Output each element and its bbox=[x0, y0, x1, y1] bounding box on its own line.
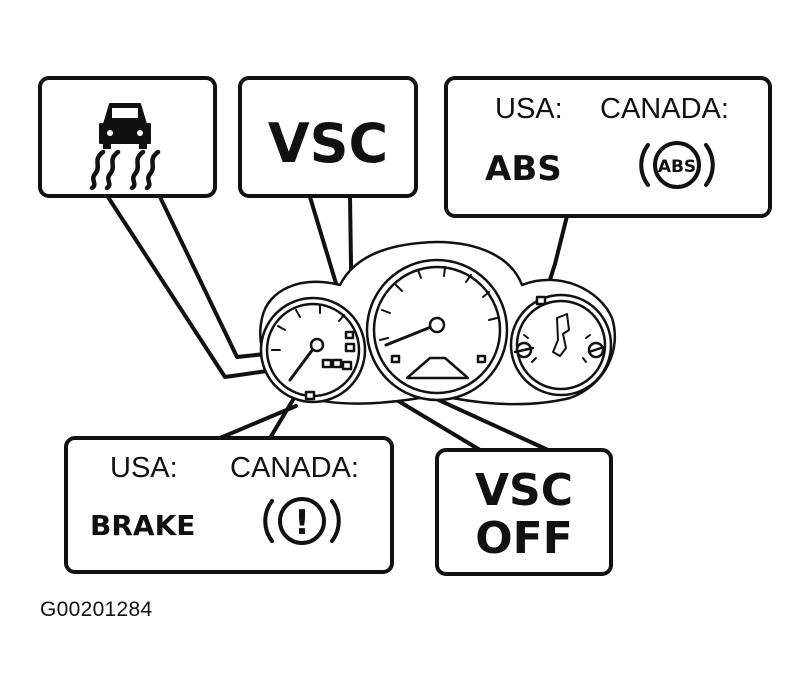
callout-brake-frame bbox=[64, 436, 394, 574]
figure-reference-code: G00201284 bbox=[40, 598, 153, 621]
callout-vsc-frame bbox=[238, 76, 418, 198]
indicator-abs bbox=[535, 295, 547, 306]
abs-usa-text: ABS bbox=[485, 149, 562, 189]
instrument-cluster bbox=[259, 240, 617, 406]
center-indicator-left bbox=[390, 354, 401, 364]
brake-canada-label: CANADA: bbox=[230, 452, 359, 484]
indicator-slip bbox=[321, 358, 333, 369]
callout-slip-indicator bbox=[38, 76, 217, 198]
center-gauge-ticks bbox=[379, 266, 498, 341]
fuel-gauge-needle bbox=[552, 313, 570, 357]
callout-vsc: VSC bbox=[238, 76, 418, 198]
brake-usa-label: USA: bbox=[110, 452, 178, 484]
vsc-label: VSC bbox=[268, 112, 388, 175]
abs-canada-label: CANADA: bbox=[600, 93, 729, 125]
vsc-off-line2: OFF bbox=[475, 513, 573, 564]
right-gauge-inner bbox=[515, 299, 607, 391]
left-gauge-hub bbox=[309, 337, 325, 353]
callout-vsc-off: VSC OFF bbox=[435, 448, 613, 576]
center-gauge-needle bbox=[384, 323, 438, 347]
abs-warning-icon: ABS bbox=[639, 141, 715, 189]
left-gauge-ticks bbox=[271, 304, 345, 351]
brake-usa-text: BRAKE bbox=[90, 509, 195, 542]
indicator-vsc bbox=[344, 342, 356, 353]
callout-brake: USA: CANADA: BRAKE ! bbox=[64, 436, 394, 574]
brake-icon-text: ! bbox=[294, 503, 310, 543]
temp-gauge-needle bbox=[513, 346, 535, 354]
leader-brake-1 bbox=[218, 404, 298, 440]
indicator-vsc-off bbox=[341, 360, 353, 371]
skidding-car-icon bbox=[89, 103, 161, 191]
center-indicator-right bbox=[476, 354, 487, 364]
callout-abs: USA: CANADA: ABS ABS bbox=[444, 76, 772, 218]
leader-abs bbox=[545, 214, 569, 291]
vsc-off-line1: VSC bbox=[475, 465, 573, 516]
right-gauge-ticks bbox=[523, 334, 591, 363]
left-gauge-needle bbox=[288, 343, 318, 382]
fuel-gauge-needle-right bbox=[587, 345, 606, 354]
indicator-vsc-2 bbox=[344, 330, 355, 340]
callout-vsc-off-frame bbox=[435, 448, 613, 576]
abs-icon-text: ABS bbox=[658, 157, 696, 177]
indicator-slip-2 bbox=[331, 358, 343, 369]
center-gauge-hub bbox=[428, 316, 446, 334]
odometer-window bbox=[405, 356, 470, 380]
abs-usa-label: USA: bbox=[495, 93, 563, 125]
brake-warning-icon: ! bbox=[263, 497, 341, 545]
indicator-brake bbox=[304, 390, 316, 401]
center-gauge-inner bbox=[372, 265, 502, 395]
